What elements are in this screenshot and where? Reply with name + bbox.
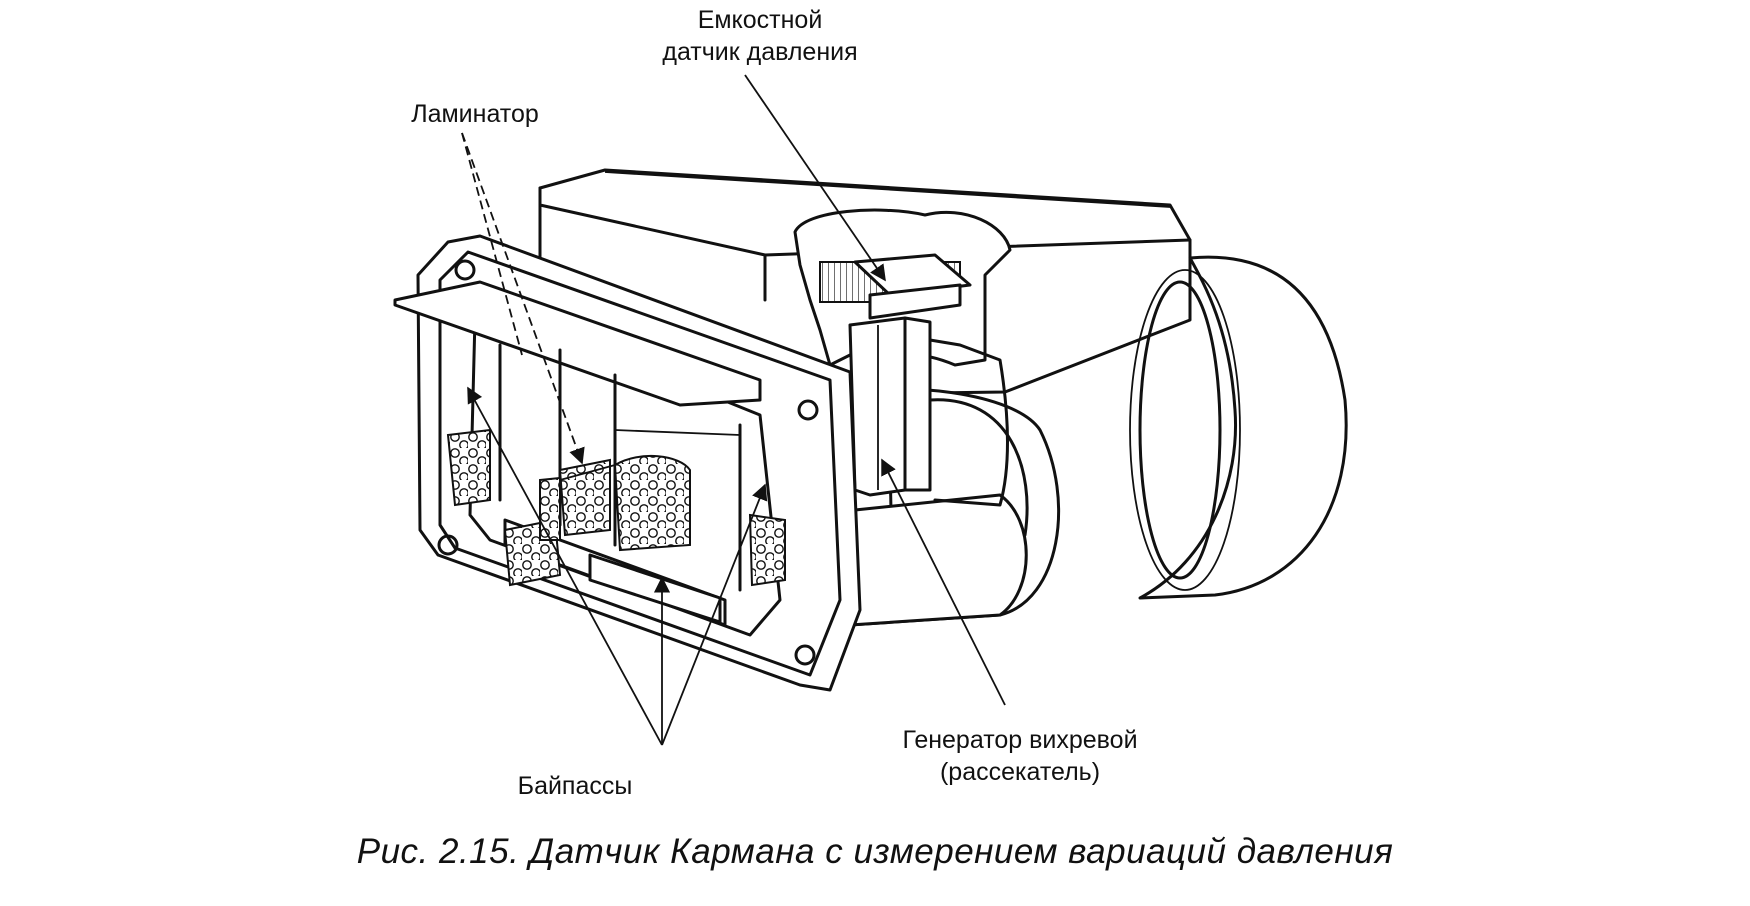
leader-pressure-sensor bbox=[744, 74, 886, 282]
label-laminator: Ламинатор bbox=[411, 100, 539, 128]
label-pressure-sensor-line1: Емкостной bbox=[697, 6, 823, 34]
label-bypasses: Байпассы bbox=[517, 772, 633, 800]
outlet-cylinder bbox=[1129, 255, 1348, 600]
cutaway-window bbox=[793, 208, 1012, 507]
label-vortex-generator-line2: (рассекатель) bbox=[939, 758, 1101, 786]
label-pressure-sensor-line2: датчик давления bbox=[662, 38, 858, 66]
leader-bypass-3 bbox=[661, 483, 768, 746]
leader-laminator-a bbox=[461, 132, 585, 465]
leader-lines bbox=[461, 74, 1006, 746]
label-vortex-generator: Генератор вихревой (рассекатель) bbox=[870, 724, 1170, 788]
inlet-opening bbox=[393, 280, 786, 637]
leader-vortex-generator bbox=[881, 458, 1006, 706]
label-vortex-generator-line1: Генератор вихревой bbox=[902, 726, 1138, 754]
leader-bypass-1 bbox=[467, 386, 663, 746]
label-pressure-sensor: Емкостной датчик давления bbox=[635, 4, 885, 68]
leader-laminator-b bbox=[461, 132, 523, 356]
figure-caption: Рис. 2.15. Датчик Кармана с измерением в… bbox=[356, 832, 1394, 871]
